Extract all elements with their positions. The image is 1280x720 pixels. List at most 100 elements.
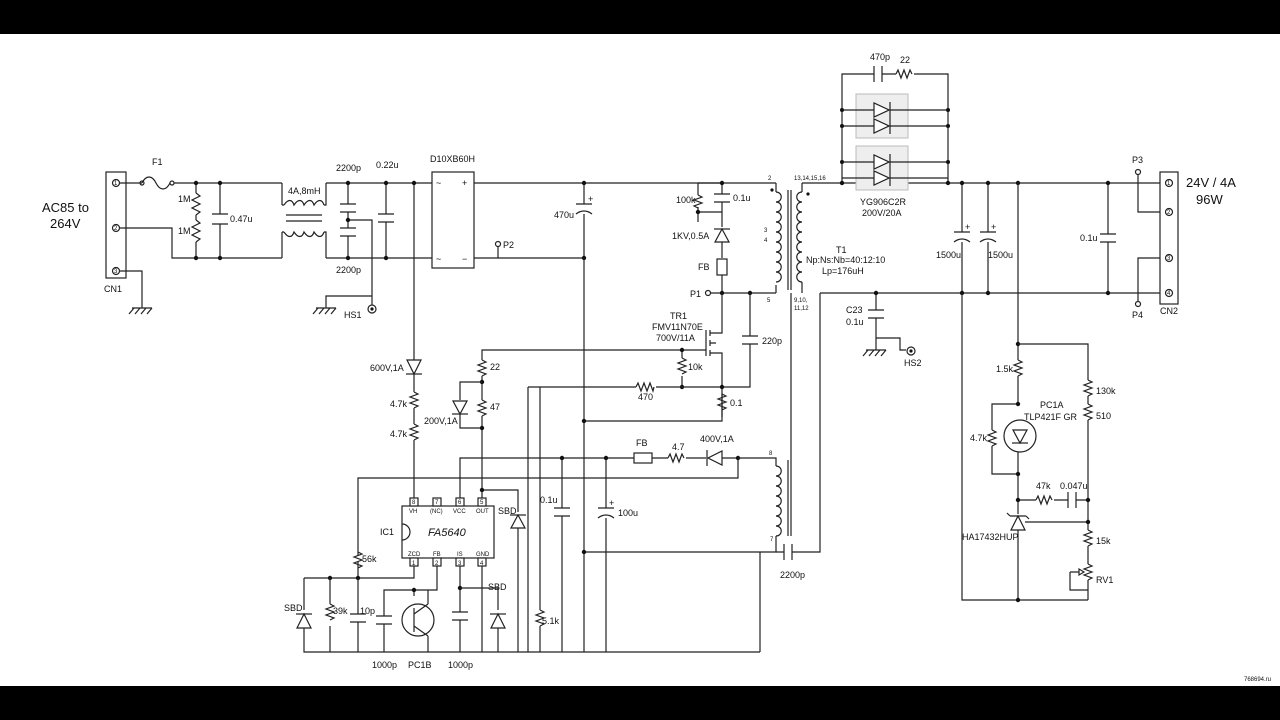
svg-text:+: + — [462, 178, 467, 188]
mosfet-tr1: TR1 FMV11N70E 700V/11A — [481, 293, 723, 417]
t1-sec-bot-pins-2: 11,12 — [794, 306, 809, 312]
fb1-label: FB — [698, 262, 710, 272]
r-47k-c-label: 4.7k — [970, 433, 988, 443]
output-power-label: 96W — [1196, 192, 1223, 207]
svg-text:+: + — [965, 222, 970, 232]
yg906-label: YG906C2R — [860, 197, 907, 207]
ic-pin-1-name: ZCD — [408, 552, 421, 558]
p4-label: P4 — [1132, 310, 1143, 320]
cap-1000p-a-label: 1000p — [372, 660, 397, 670]
phototransistor-pc1b: PC1B — [401, 590, 435, 670]
sbd1-label: SBD — [498, 506, 517, 516]
cap-1500u-b-label: 1500u — [988, 250, 1013, 260]
t1-sec-bot-pins: 9,10, — [794, 298, 808, 304]
p3-label: P3 — [1132, 155, 1143, 165]
dual-schottky-yg906: YG906C2R 200V/20A — [840, 93, 950, 218]
r-47k-fb-label: 47k — [1036, 481, 1051, 491]
cn1-label: CN1 — [104, 284, 122, 294]
tr1-part-label: FMV11N70E — [652, 322, 703, 332]
pc1b-label: PC1B — [408, 660, 432, 670]
cn1-pin-2: 2 — [114, 226, 118, 232]
input-label: AC85 to 264V — [42, 200, 89, 231]
t1-pin-4: 4 — [764, 238, 768, 244]
hs2-label: HS2 — [904, 358, 922, 368]
ic-pin-8-name: VH — [409, 509, 417, 515]
cn2-pin-3: 3 — [1167, 256, 1171, 262]
ic-pin-3: 3 — [458, 561, 462, 567]
sbd2-label: SBD — [284, 603, 303, 613]
ic-pin-4-name: GND — [476, 552, 490, 558]
ic-pin-2-name: FB — [433, 552, 441, 558]
bridge-rectifier: ~ + ~ − D10XB60H — [430, 154, 475, 269]
r-47-label: 47 — [490, 402, 500, 412]
cap-470u-label: 470u — [554, 210, 574, 220]
r-22-snub-label: 22 — [900, 55, 910, 65]
c23-label: C23 — [846, 305, 863, 315]
ic-pin-7-name: (NC) — [430, 509, 443, 515]
input-voltage-label: AC85 to — [42, 200, 89, 215]
cn1-pin-3: 3 — [114, 269, 118, 275]
ic-pin-7: 7 — [435, 500, 439, 506]
r-130k-label: 130k — [1096, 386, 1116, 396]
cap-01u-snub-label: 0.1u — [733, 193, 751, 203]
choke-label: 4A,8mH — [288, 186, 321, 196]
cap-047u-label: 0.47u — [230, 214, 253, 224]
cap-01u-out-label: 0.1u — [1080, 233, 1098, 243]
ic-pin-2: 2 — [435, 561, 439, 567]
p1-label: P1 — [690, 289, 701, 299]
output-rating-label: 24V / 4A — [1186, 175, 1236, 190]
tr1-rating-label: 700V/11A — [656, 333, 695, 343]
ic1-label: IC1 — [380, 527, 394, 537]
cap-100u-label: 100u — [618, 508, 638, 518]
transformer-t1: 2 3 4 5 13,14,15,16 9,10, 11,12 T1 Np:Ns… — [764, 176, 885, 312]
r-10k-label: 10k — [688, 362, 703, 372]
r-100k-label: 100k — [676, 195, 696, 205]
svg-text:~: ~ — [436, 254, 441, 264]
r-1-5k-label: 1.5k — [996, 364, 1014, 374]
svg-text:~: ~ — [436, 178, 441, 188]
t1-ratio-label: Np:Ns:Nb=40:12:10 — [806, 255, 885, 265]
d-400v-label: 400V,1A — [700, 434, 734, 444]
fuse-f1: F1 — [139, 157, 175, 190]
r-01-label: 0.1 — [730, 398, 743, 408]
rv1-label: RV1 — [1096, 575, 1113, 585]
cap-1000p-b-label: 1000p — [448, 660, 473, 670]
ic-pin-8: 8 — [412, 500, 416, 506]
ic-pin-6: 6 — [458, 500, 462, 506]
input-voltage-label-2: 264V — [50, 216, 81, 231]
t1-pin-8: 8 — [769, 451, 773, 457]
common-mode-choke: 4A,8mH — [281, 183, 327, 258]
cap-220p-label: 220p — [762, 336, 782, 346]
ic-pin-3-name: IS — [457, 552, 463, 558]
bridge-label: D10XB60H — [430, 154, 475, 164]
ic-fa5640: IC1 FA5640 8 7 6 5 VH (NC) VCC OUT 1 2 3… — [380, 497, 495, 567]
t1-sec-top-pins: 13,14,15,16 — [794, 176, 826, 182]
ic-pin-1: 1 — [412, 561, 416, 567]
cap-022u-label: 0.22u — [376, 160, 399, 170]
r-1m-b-label: 1M — [178, 226, 191, 236]
pc1a-part-label: TLP421F GR — [1024, 412, 1078, 422]
optocoupler-led-pc1a: PC1A TLP421F GR — [1003, 400, 1078, 453]
ic-pin-5: 5 — [480, 500, 484, 506]
t1-lp-label: Lp=176uH — [822, 266, 864, 276]
t1-pin-3: 3 — [764, 228, 768, 234]
r-47k-b-label: 4.7k — [390, 429, 408, 439]
pc1a-label: PC1A — [1040, 400, 1064, 410]
svg-text:+: + — [991, 222, 996, 232]
cap-0047u-label: 0.047u — [1060, 481, 1088, 491]
r-1m-a-label: 1M — [178, 194, 191, 204]
svg-text:+: + — [609, 498, 614, 508]
r-4-7-label: 4.7 — [672, 442, 685, 452]
cn2-pin-4: 4 — [1167, 291, 1171, 297]
cap-1500u-a-label: 1500u — [936, 250, 961, 260]
d-200v-label: 200V,1A — [424, 416, 458, 426]
cap-10p-label: 10p — [360, 606, 375, 616]
t1-pin-5: 5 — [767, 298, 771, 304]
t1-label: T1 — [836, 245, 847, 255]
cap-2200p-b-label: 2200p — [336, 265, 361, 275]
r-510-label: 510 — [1096, 411, 1111, 421]
ic-pin-4: 4 — [480, 561, 484, 567]
cap-2200p-c-label: 2200p — [780, 570, 805, 580]
t1-pin-2: 2 — [768, 176, 772, 182]
svg-text:−: − — [462, 254, 467, 264]
